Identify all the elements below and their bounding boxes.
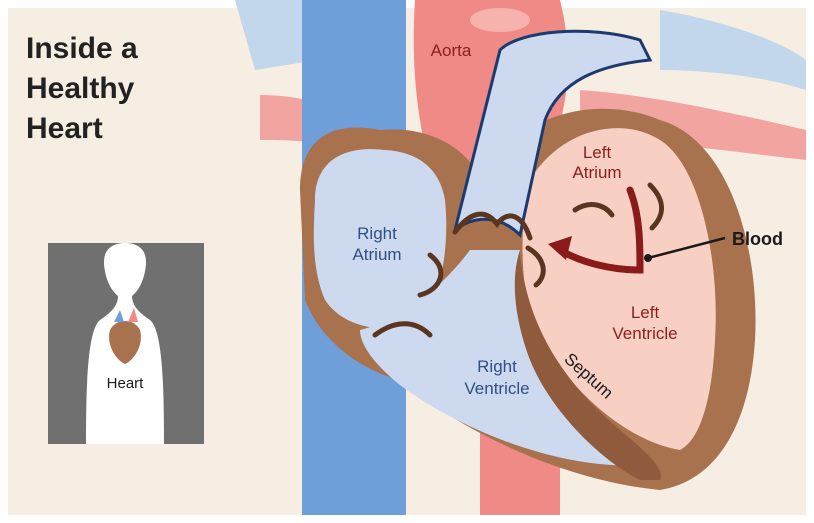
title-line-1: Inside a	[26, 32, 138, 65]
aorta-label: Aorta	[431, 41, 472, 60]
right-ventricle-label-2: Ventricle	[464, 379, 529, 398]
right-ventricle-label-1: Right	[477, 357, 517, 376]
blood-leader-dot	[644, 254, 652, 262]
title-line-3: Heart	[26, 112, 103, 145]
left-atrium-label-1: Left	[583, 143, 612, 162]
title-line-2: Healthy	[26, 72, 135, 105]
left-atrium-label-2: Atrium	[572, 163, 621, 182]
right-atrium-label-2: Atrium	[352, 245, 401, 264]
left-ventricle-label-1: Left	[631, 303, 660, 322]
inset-heart-label: Heart	[107, 375, 145, 392]
right-atrium-label-1: Right	[357, 224, 397, 243]
blood-label: Blood	[732, 229, 783, 249]
aorta-opening	[470, 8, 530, 32]
left-ventricle-label-2: Ventricle	[612, 324, 677, 343]
